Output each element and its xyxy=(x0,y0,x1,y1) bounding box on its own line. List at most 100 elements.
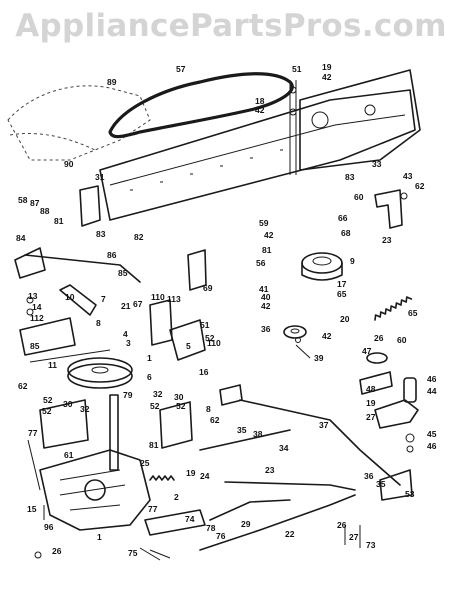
hood-outline-lower xyxy=(9,132,96,151)
callout-30b: 30 xyxy=(63,399,73,409)
rod-29 xyxy=(209,499,291,521)
rod-22 xyxy=(199,494,356,551)
callout-37: 37 xyxy=(319,420,329,430)
clutch-body xyxy=(301,262,343,281)
drive-belt xyxy=(108,72,294,139)
frame-hole-1 xyxy=(311,111,329,129)
callout-85a: 85 xyxy=(118,268,128,278)
callout-36b: 36 xyxy=(364,471,374,481)
rod-34 xyxy=(199,429,291,451)
bracket-48 xyxy=(359,371,393,395)
hood-outline xyxy=(7,85,151,161)
callout-4: 4 xyxy=(123,329,128,339)
callout-26c: 26 xyxy=(52,546,62,556)
callout-45: 45 xyxy=(427,429,437,439)
frame-side-plate xyxy=(299,69,421,171)
callout-29: 29 xyxy=(241,519,251,529)
sleeve-44 xyxy=(403,377,417,403)
rod-77 xyxy=(27,439,41,491)
callout-60b: 60 xyxy=(397,335,407,345)
callout-31: 31 xyxy=(95,172,105,182)
callout-34: 34 xyxy=(279,443,289,453)
shaft-79 xyxy=(109,394,119,471)
electric-clutch xyxy=(301,252,343,274)
callout-38: 38 xyxy=(253,429,263,439)
callout-81b: 81 xyxy=(262,245,272,255)
callout-27b: 27 xyxy=(349,532,359,542)
washer-26 xyxy=(34,551,42,559)
callout-81a: 81 xyxy=(54,216,64,226)
callout-17: 17 xyxy=(337,279,347,289)
shaft-column xyxy=(289,80,297,175)
washer-42e xyxy=(295,337,301,343)
engine-pulley xyxy=(67,357,133,383)
callout-41: 41 xyxy=(259,284,269,294)
shaft-washer-top xyxy=(289,86,297,94)
callout-11: 11 xyxy=(48,360,57,370)
callout-47: 47 xyxy=(362,346,372,356)
callout-43: 43 xyxy=(403,171,413,181)
callout-67: 67 xyxy=(133,299,143,309)
callout-52c: 52 xyxy=(42,406,52,416)
callout-46a: 46 xyxy=(427,374,437,384)
callout-51: 51 xyxy=(292,64,302,74)
callout-33: 33 xyxy=(372,159,382,169)
callout-21: 21 xyxy=(121,301,131,311)
callout-23a: 23 xyxy=(382,235,392,245)
callout-46b: 46 xyxy=(427,441,437,451)
callout-52a: 52 xyxy=(205,333,215,343)
callout-110a: 110 xyxy=(151,292,165,302)
frame-hole-2 xyxy=(364,104,376,116)
callout-52e: 52 xyxy=(176,401,186,411)
frame-rail-top xyxy=(99,89,416,221)
callout-52b: 52 xyxy=(43,395,53,405)
callout-77b: 77 xyxy=(148,504,158,514)
callout-85b: 85 xyxy=(30,341,40,351)
lever-10 xyxy=(59,284,97,316)
bushing-14 xyxy=(26,308,34,316)
callout-74: 74 xyxy=(185,514,195,524)
callout-83a: 83 xyxy=(345,172,355,182)
bolt-43 xyxy=(400,192,408,200)
pulley-36 xyxy=(283,325,307,339)
callout-14: 14 xyxy=(32,302,42,312)
callout-57: 57 xyxy=(176,64,186,74)
callout-82: 82 xyxy=(134,232,144,242)
bushing-13 xyxy=(26,296,34,304)
callout-90: 90 xyxy=(64,159,74,169)
callout-19c: 19 xyxy=(186,468,196,478)
callout-51b: 51 xyxy=(200,320,210,330)
callout-18: 18 xyxy=(255,96,265,106)
rod-23 xyxy=(224,481,356,491)
washer-45 xyxy=(405,433,415,443)
callout-52d: 52 xyxy=(150,401,160,411)
bracket-52-30 xyxy=(159,401,193,449)
callout-62c: 62 xyxy=(210,415,220,425)
washer-46b xyxy=(406,445,414,453)
bracket-69 xyxy=(187,249,207,291)
callout-112: 112 xyxy=(30,313,44,323)
callout-32a: 32 xyxy=(153,389,163,399)
callout-65b: 65 xyxy=(408,308,418,318)
callout-87: 87 xyxy=(30,198,40,208)
callout-1b: 1 xyxy=(97,532,102,542)
callout-86: 86 xyxy=(107,250,117,260)
callout-66: 66 xyxy=(338,213,348,223)
link-74 xyxy=(144,509,206,536)
callout-88: 88 xyxy=(40,206,50,216)
callout-48: 48 xyxy=(366,384,376,394)
callout-73: 73 xyxy=(366,540,376,550)
bracket-51 xyxy=(169,319,206,361)
transaxle-detail xyxy=(59,469,126,511)
callout-42c: 42 xyxy=(264,230,274,240)
spring-25 xyxy=(149,475,175,481)
pulley-36-hub xyxy=(290,328,300,334)
transaxle-body xyxy=(39,449,151,531)
callout-15: 15 xyxy=(27,504,37,514)
callout-1a: 1 xyxy=(147,353,152,363)
callout-42a: 42 xyxy=(322,72,332,82)
callout-65a: 65 xyxy=(337,289,347,299)
callout-35b: 35 xyxy=(376,479,386,489)
callout-13: 13 xyxy=(28,291,38,301)
